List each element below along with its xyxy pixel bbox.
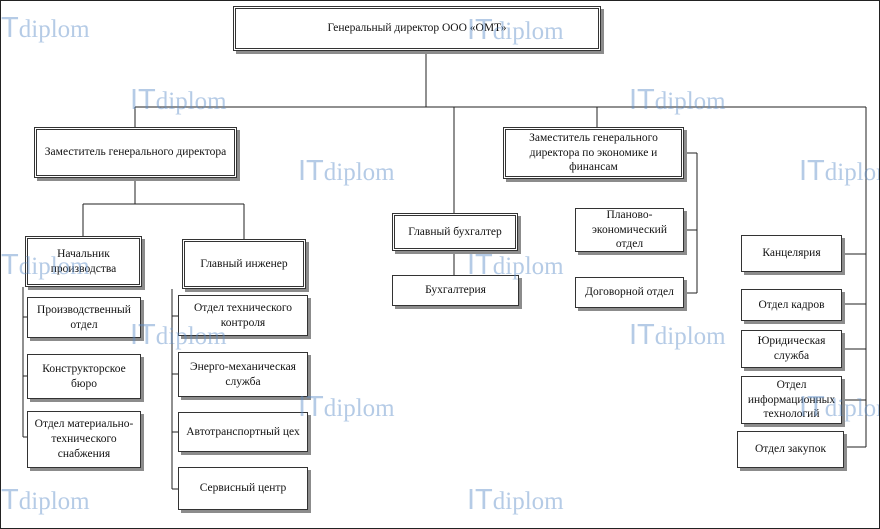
legal-service-box: Юридическая служба xyxy=(741,330,842,368)
deputy-general-label: Заместитель генерального директора xyxy=(44,146,227,159)
office-box: Канцелярия xyxy=(741,235,842,272)
production-dept-box: Производственный отдел xyxy=(27,297,141,338)
design-bureau-box: Конструкторское бюро xyxy=(27,354,141,399)
legal-service-label: Юридическая служба xyxy=(757,335,826,362)
hr-dept-label: Отдел кадров xyxy=(758,298,825,311)
deputy-general-box: Заместитель генерального директора xyxy=(34,127,237,178)
supply-dept-label: Отдел материально-технического снабжения xyxy=(34,418,134,460)
qc-dept-box: Отдел технического контроля xyxy=(178,295,308,336)
chief-engineer-label: Главный инженер xyxy=(200,257,288,270)
ceo-label: Генеральный директор ООО «ОМТ» xyxy=(327,22,507,35)
head-production-label: Начальник производства xyxy=(50,247,117,275)
it-dept-box: Отдел информационных технологий xyxy=(741,376,842,424)
energy-service-box: Энерго-механическая служба xyxy=(178,352,308,397)
purchasing-dept-box: Отдел закупок xyxy=(737,431,844,468)
chief-accountant-label: Главный бухгалтер xyxy=(408,225,502,238)
planning-dept-box: Планово-экономический отдел xyxy=(575,208,684,252)
it-dept-label: Отдел информационных технологий xyxy=(747,378,836,421)
production-dept-label: Производственный отдел xyxy=(37,303,131,331)
service-center-label: Сервисный центр xyxy=(199,482,287,495)
purchasing-dept-label: Отдел закупок xyxy=(754,443,827,456)
energy-service-label: Энерго-механическая служба xyxy=(190,360,296,388)
office-label: Канцелярия xyxy=(762,247,821,260)
motor-shop-label: Автотранспортный цех xyxy=(186,425,300,438)
accounting-box: Бухгалтерия xyxy=(392,275,519,306)
deputy-finance-box: Заместитель генерального директора по эк… xyxy=(503,127,684,179)
qc-dept-label: Отдел технического контроля xyxy=(194,301,292,329)
chief-engineer-box: Главный инженер xyxy=(182,239,306,289)
supply-dept-box: Отдел материально-технического снабжения xyxy=(27,411,141,468)
design-bureau-label: Конструкторское бюро xyxy=(42,362,126,390)
head-production-box: Начальник производства xyxy=(25,236,142,287)
ceo-box: Генеральный директор ООО «ОМТ» xyxy=(233,6,601,51)
contract-dept-label: Договорной отдел xyxy=(585,286,674,299)
hr-dept-box: Отдел кадров xyxy=(741,289,842,321)
deputy-finance-label: Заместитель генерального директора по эк… xyxy=(529,131,658,174)
accounting-label: Бухгалтерия xyxy=(425,284,486,297)
service-center-box: Сервисный центр xyxy=(178,467,308,510)
chief-accountant-box: Главный бухгалтер xyxy=(392,213,518,251)
planning-dept-label: Планово-экономический отдел xyxy=(592,208,667,251)
motor-shop-box: Автотранспортный цех xyxy=(178,412,308,452)
contract-dept-box: Договорной отдел xyxy=(575,277,684,308)
